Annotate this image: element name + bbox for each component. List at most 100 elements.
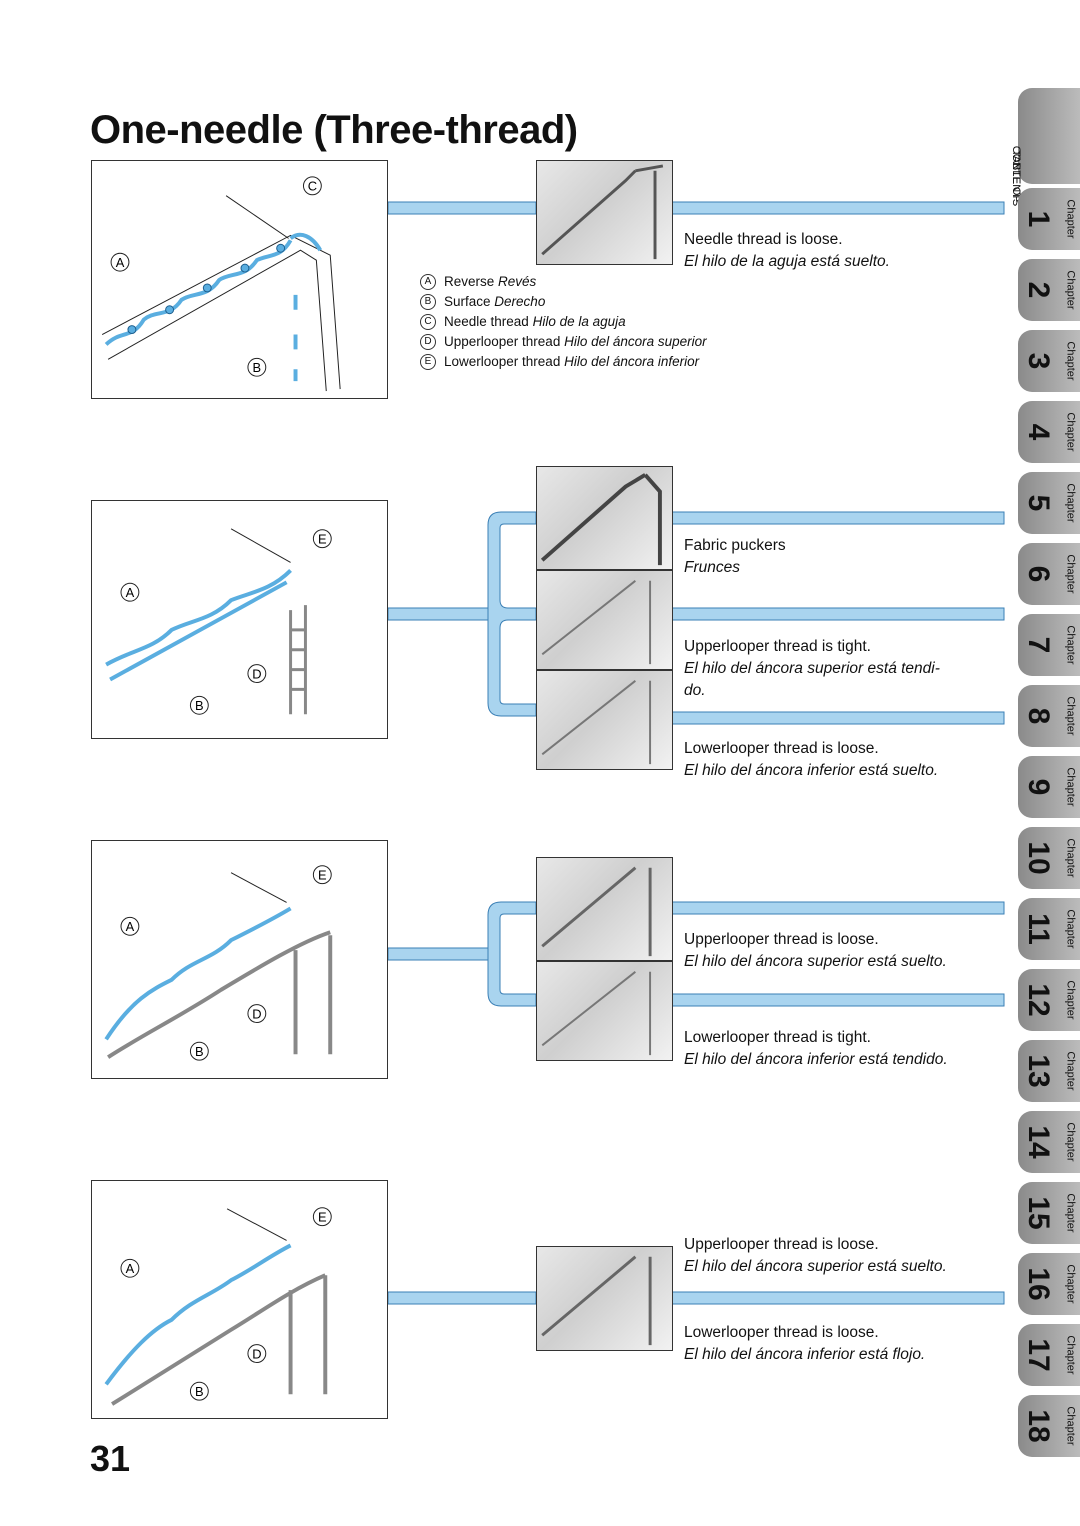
- tab-chapter-2[interactable]: 2 Chapter: [1018, 259, 1080, 321]
- connector-bar-2c: [671, 711, 1005, 725]
- connector-bar-3b: [671, 993, 1005, 1007]
- tab-chapter-number: 11: [1022, 913, 1055, 945]
- tab-chapter-label: Chapter: [1065, 1122, 1078, 1162]
- caption-upperlooper-tight: Upperlooper thread is tight.El hilo del …: [684, 638, 940, 699]
- tab-chapter-number: 6: [1022, 565, 1055, 583]
- tab-chapter-number: 5: [1022, 494, 1055, 512]
- page-title: One-needle (Three-thread): [90, 108, 578, 152]
- label-e: E: [318, 1210, 327, 1225]
- label-d: D: [252, 1347, 261, 1362]
- tab-chapter-label: Chapter: [1065, 696, 1078, 736]
- photo-lowerlooper-loose-1: [536, 670, 673, 770]
- tab-chapter-label: Chapter: [1065, 1193, 1078, 1233]
- tab-chapter-label: Chapter: [1065, 767, 1078, 807]
- tab-chapter-number: 13: [1022, 1054, 1055, 1088]
- tab-chapter-13[interactable]: 13 Chapter: [1018, 1040, 1080, 1102]
- tab-chapter-number: 2: [1022, 281, 1055, 299]
- tab-chapter-number: 9: [1022, 778, 1055, 796]
- tab-chapter-18[interactable]: 18 Chapter: [1018, 1395, 1080, 1457]
- label-b: B: [253, 360, 262, 375]
- connector-bar-1b: [671, 201, 1005, 215]
- tab-chapter-number: 10: [1022, 841, 1055, 875]
- photo-lowerlooper-tight: [536, 961, 673, 1061]
- label-e: E: [318, 868, 327, 883]
- tab-chapter-number: 17: [1022, 1338, 1055, 1372]
- tab-chapter-label: Chapter: [1065, 1406, 1078, 1446]
- label-b: B: [195, 698, 204, 713]
- tab-chapter-number: 12: [1022, 983, 1055, 1017]
- label-a: A: [116, 255, 125, 270]
- label-b: B: [195, 1044, 204, 1059]
- label-d: D: [252, 1007, 261, 1022]
- caption-upperlooper-loose-2: Upperlooper thread is loose.El hilo del …: [684, 1236, 947, 1275]
- caption-lowerlooper-loose-1: Lowerlooper thread is loose.El hilo del …: [684, 740, 939, 779]
- label-c: C: [308, 179, 317, 194]
- connector-bar-2a: [671, 511, 1005, 525]
- tab-chapter-4[interactable]: 4 Chapter: [1018, 401, 1080, 463]
- label-a: A: [126, 919, 135, 934]
- tab-chapter-15[interactable]: 15 Chapter: [1018, 1182, 1080, 1244]
- tab-chapter-9[interactable]: 9 Chapter: [1018, 756, 1080, 818]
- tab-chapter-label: Chapter: [1065, 483, 1078, 523]
- caption-lowerlooper-loose-2: Lowerlooper thread is loose.El hilo del …: [684, 1324, 926, 1363]
- photo-needle-loose: [536, 160, 673, 265]
- tab-chapter-number: 4: [1022, 423, 1055, 441]
- connector-bracket-3: [487, 901, 537, 1007]
- tab-chapter-12[interactable]: 12 Chapter: [1018, 969, 1080, 1031]
- stitch-diagram-upperlooper-tight: E A D B: [91, 500, 388, 739]
- label-b: B: [195, 1384, 204, 1399]
- tab-chapter-number: 3: [1022, 352, 1055, 370]
- tab-chapter-label: Chapter: [1065, 625, 1078, 665]
- tab-chapter-label: Chapter: [1065, 980, 1078, 1020]
- tab-chapter-11[interactable]: 11 Chapter: [1018, 898, 1080, 960]
- photo-upperlooper-loose-1: [536, 857, 673, 961]
- caption-upperlooper-loose-1: Upperlooper thread is loose.El hilo del …: [684, 931, 947, 970]
- stitch-diagram-needle-loose: C A B: [91, 160, 388, 399]
- label-a: A: [126, 1261, 135, 1276]
- tab-chapter-label: Chapter: [1065, 838, 1078, 878]
- connector-bar-1: [387, 201, 537, 215]
- label-d: D: [252, 667, 261, 682]
- tab-chapter-10[interactable]: 10 Chapter: [1018, 827, 1080, 889]
- tab-chapter-5[interactable]: 5 Chapter: [1018, 472, 1080, 534]
- connector-bar-3a: [671, 901, 1005, 915]
- stitch-diagram-both-loose: E A D B: [91, 1180, 388, 1419]
- tab-chapter-number: 15: [1022, 1196, 1055, 1230]
- connector-bar-4b: [671, 1291, 1005, 1305]
- tab-chapter-label: Chapter: [1065, 341, 1078, 381]
- tab-chapter-label: Chapter: [1065, 909, 1078, 949]
- connector-bar-3: [387, 947, 489, 961]
- tab-chapter-number: 18: [1022, 1409, 1055, 1443]
- photo-fabric-puckers: [536, 466, 673, 570]
- tab-chapter-label: Chapter: [1065, 412, 1078, 452]
- photo-upperlooper-tight: [536, 570, 673, 670]
- photo-both-loose: [536, 1246, 673, 1351]
- tab-chapter-17[interactable]: 17 Chapter: [1018, 1324, 1080, 1386]
- tab-chapter-number: 1: [1022, 210, 1055, 228]
- connector-bar-4: [387, 1291, 537, 1305]
- caption-needle-loose: Needle thread is loose.El hilo de la agu…: [684, 231, 890, 270]
- tab-chapter-label: Chapter: [1065, 1335, 1078, 1375]
- tab-chapter-label: Chapter: [1065, 270, 1078, 310]
- connector-bar-2: [387, 607, 489, 621]
- tab-chapter-1[interactable]: 1 Chapter: [1018, 188, 1080, 250]
- tab-chapter-number: 8: [1022, 707, 1055, 725]
- tab-chapter-8[interactable]: 8 Chapter: [1018, 685, 1080, 747]
- tab-chapter-number: 16: [1022, 1267, 1055, 1301]
- caption-lowerlooper-tight: Lowerlooper thread is tight.El hilo del …: [684, 1029, 948, 1068]
- tab-chapter-label: Chapter: [1065, 1051, 1078, 1091]
- tab-chapter-label: Chapter: [1065, 199, 1078, 239]
- tab-chapter-3[interactable]: 3 Chapter: [1018, 330, 1080, 392]
- connector-bar-2b: [671, 607, 1005, 621]
